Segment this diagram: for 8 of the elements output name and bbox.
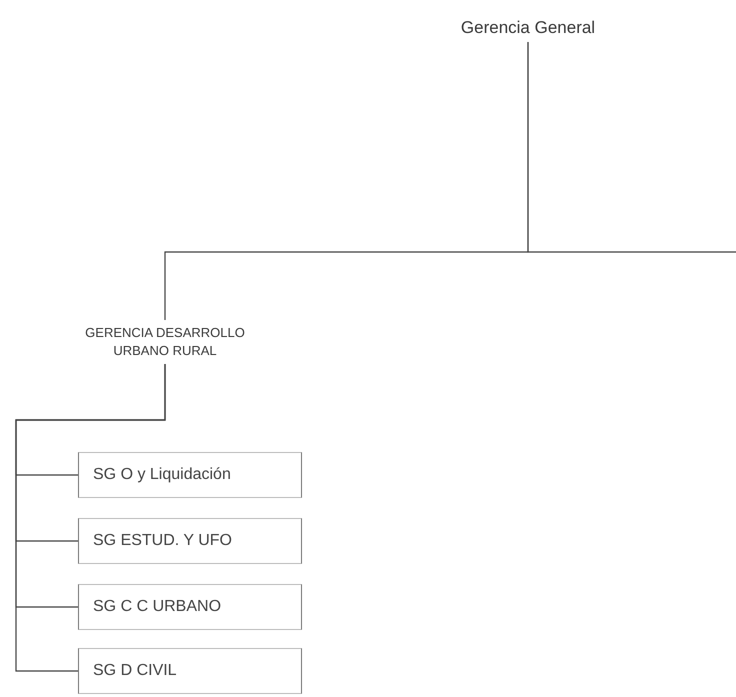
unit-box: SG ESTUD. Y UFO bbox=[78, 518, 302, 564]
unit-box: SG D CIVIL bbox=[78, 648, 302, 694]
unit-title: Gerencia General bbox=[430, 14, 626, 42]
unit-box: SG O y Liquidación bbox=[78, 452, 302, 498]
unit-title: GERENCIA DESARROLLO URBANO RURAL bbox=[80, 320, 250, 364]
connector-line bbox=[15, 364, 166, 672]
connector-line bbox=[527, 42, 736, 253]
unit-box: SG C C URBANO bbox=[78, 584, 302, 630]
